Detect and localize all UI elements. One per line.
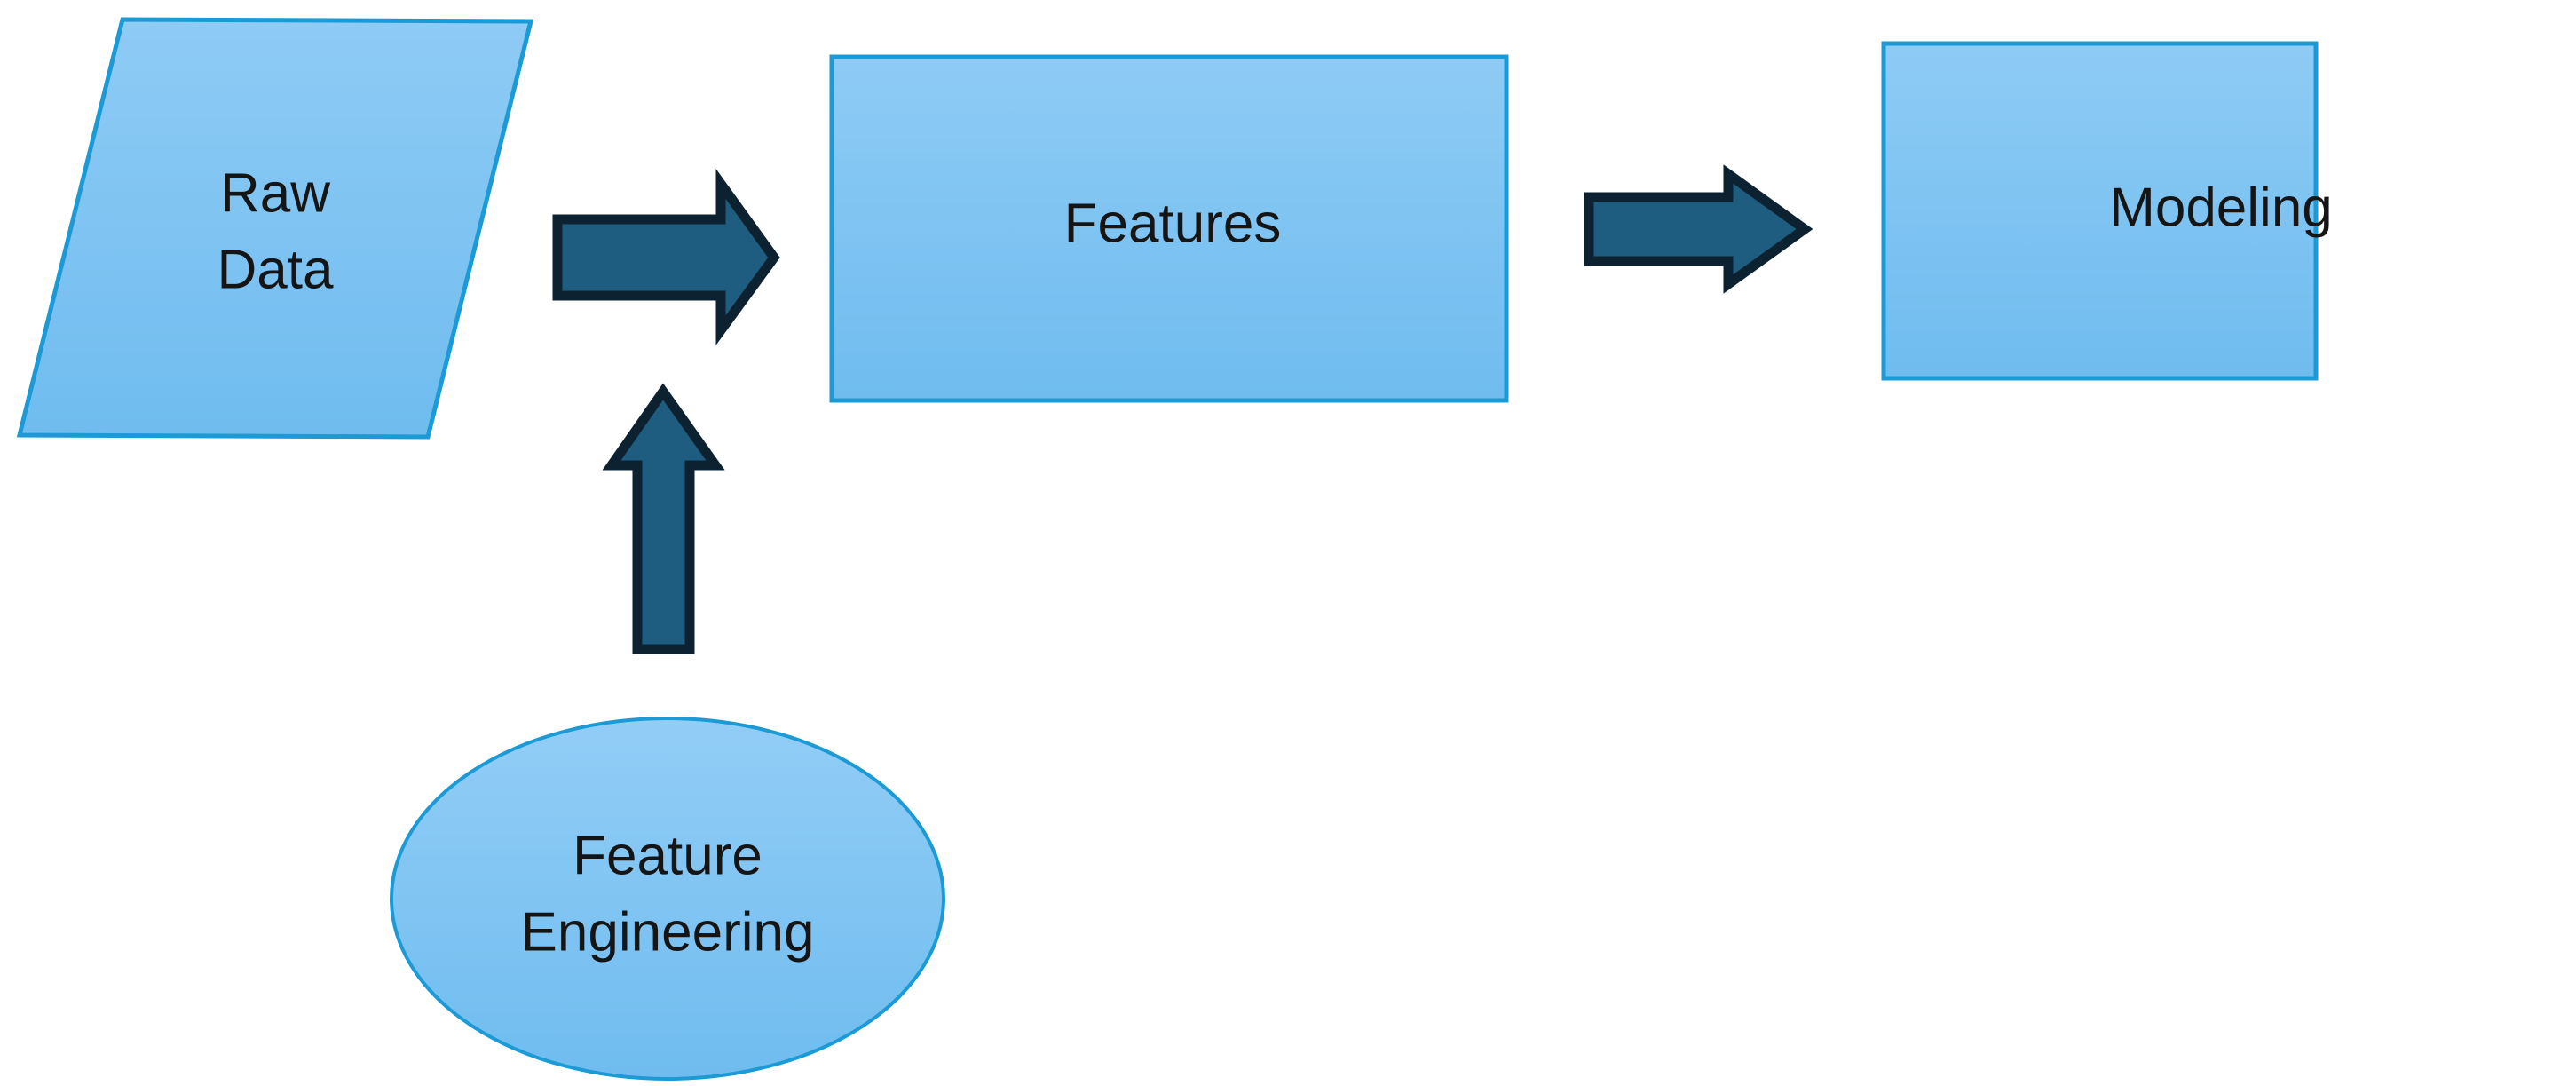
features-label: Features: [1064, 193, 1282, 254]
connector-features-to-modeling[interactable]: [1584, 164, 1813, 294]
node-features[interactable]: Features: [829, 54, 1509, 403]
raw-data-label-line2: Data: [217, 239, 334, 300]
features-rectangle[interactable]: [829, 54, 1509, 403]
connector-feature-engineering-to-features[interactable]: [602, 383, 725, 654]
modeling-label: Modeling: [2109, 177, 2333, 238]
feature-engineering-label-line2: Engineering: [521, 901, 815, 963]
feature-engineering-label-line1: Feature: [573, 825, 763, 886]
up-arrow-icon[interactable]: [602, 383, 725, 654]
connector-raw-data-to-features[interactable]: [552, 169, 780, 345]
raw-data-label-line1: Raw: [220, 163, 330, 224]
node-modeling[interactable]: Modeling: [1881, 41, 2333, 381]
modeling-rectangle[interactable]: [1881, 41, 2319, 381]
feature-engineering-ellipse[interactable]: [390, 717, 945, 1081]
node-feature-engineering[interactable]: Feature Engineering: [390, 717, 945, 1081]
node-raw-data[interactable]: Raw Data: [16, 17, 534, 440]
raw-data-parallelogram[interactable]: [16, 17, 534, 440]
right-arrow-icon[interactable]: [552, 169, 780, 345]
right-arrow-icon[interactable]: [1584, 164, 1813, 294]
